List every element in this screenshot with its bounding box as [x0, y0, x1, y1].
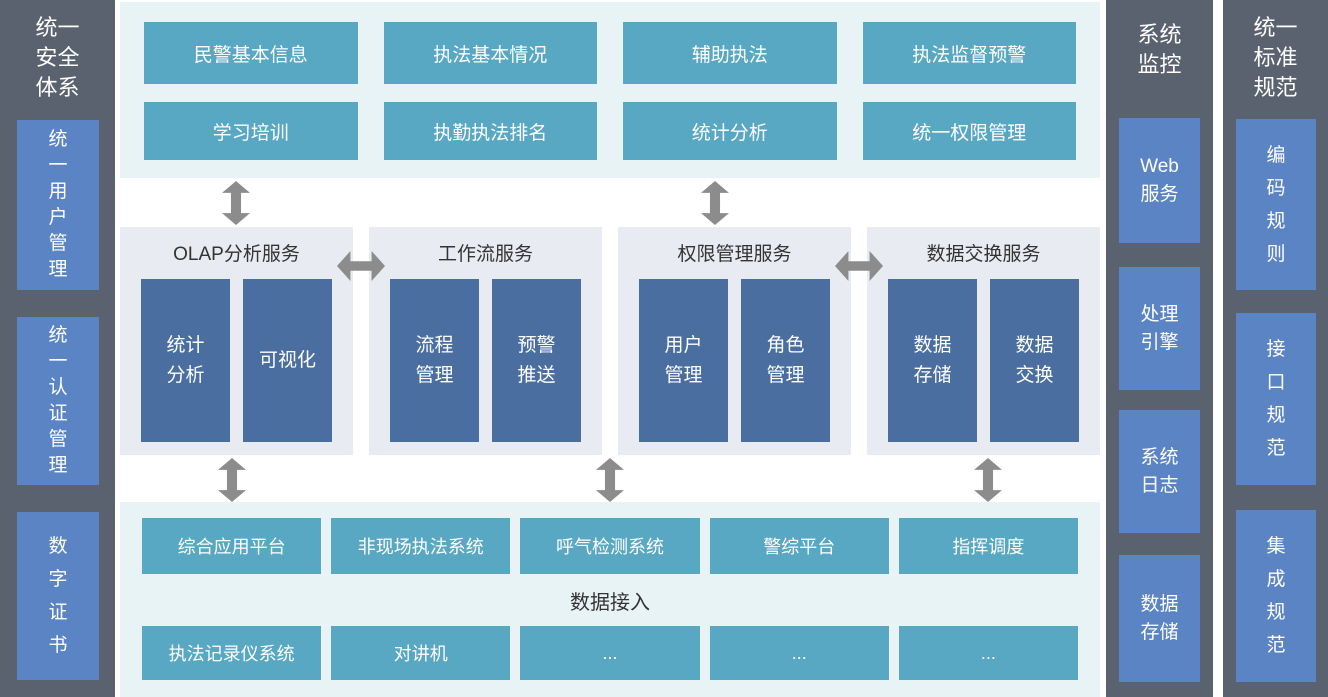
access-layer: 综合应用平台 非现场执法系统 呼气检测系统 警综平台 指挥调度 数据接入 执法记…	[120, 502, 1100, 697]
monitor-sidebar: 系统 监控 Web 服务 处理 引擎 系统 日志 数据 存储	[1106, 0, 1213, 697]
module-statistics-analysis: 统计分析	[623, 102, 837, 160]
monitor-processing-engine: 处理 引擎	[1119, 267, 1200, 390]
device-walkie-talkie: 对讲机	[331, 626, 511, 680]
security-item-digital-certificate: 数 字 证 书	[17, 512, 99, 680]
monitor-system-log: 系统 日志	[1119, 410, 1200, 533]
device-ellipsis-1: ...	[520, 626, 700, 680]
system-offsite-enforcement: 非现场执法系统	[331, 518, 511, 574]
olap-visualization: 可视化	[243, 279, 332, 442]
module-unified-permission: 统一权限管理	[862, 102, 1076, 160]
double-arrow-vertical-icon	[222, 181, 250, 225]
service-layer: OLAP分析服务 统计 分析 可视化 工作流服务 流程 管理 预警 推送 权限管…	[120, 227, 1100, 455]
security-item-unified-user-management: 统 一 用 户 管 理	[17, 120, 99, 290]
device-ellipsis-3: ...	[898, 626, 1079, 680]
service-panel-title: 工作流服务	[437, 244, 533, 265]
permission-role-management: 角色 管理	[741, 279, 830, 442]
system-command-dispatch: 指挥调度	[898, 518, 1079, 574]
security-sidebar-title: 统一 安全 体系	[35, 15, 80, 100]
service-panel-workflow: 工作流服务 流程 管理 预警 推送	[369, 227, 602, 455]
service-panel-permission: 权限管理服务 用户 管理 角色 管理	[618, 227, 851, 455]
module-assist-enforcement: 辅助执法	[623, 22, 837, 84]
device-body-camera-system: 执法记录仪系统	[142, 626, 322, 680]
standard-integration-spec: 集 成 规 范	[1236, 510, 1316, 682]
application-layer: 民警基本信息 执法基本情况 辅助执法 执法监督预警 学习培训 执勤执法排名 统计…	[120, 2, 1100, 178]
system-integrated-application-platform: 综合应用平台	[142, 518, 322, 574]
security-sidebar: 统一 安全 体系 统 一 用 户 管 理 统 一 认 证 管 理 数 字 证 书	[0, 0, 115, 697]
exchange-data-storage: 数据 存储	[888, 279, 977, 442]
module-police-basic-info: 民警基本信息	[144, 22, 358, 84]
workflow-process-management: 流程 管理	[390, 279, 479, 442]
module-learning-training: 学习培训	[144, 102, 358, 160]
service-panel-title: OLAP分析服务	[173, 244, 300, 265]
monitor-data-storage: 数据 存储	[1119, 555, 1200, 682]
service-panel-data-exchange: 数据交换服务 数据 存储 数据 交换	[867, 227, 1100, 455]
device-ellipsis-2: ...	[709, 626, 889, 680]
standards-sidebar-title: 统一 标准 规范	[1253, 15, 1298, 100]
module-enforcement-basic-info: 执法基本情况	[383, 22, 597, 84]
double-arrow-vertical-icon	[974, 458, 1002, 502]
standards-sidebar: 统一 标准 规范 编 码 规 则 接 口 规 范 集 成 规 范	[1223, 0, 1328, 697]
monitor-web-service: Web 服务	[1119, 118, 1200, 243]
data-access-label: 数据接入	[570, 591, 650, 614]
exchange-data-exchange: 数据 交换	[990, 279, 1079, 442]
service-panel-title: 数据交换服务	[926, 244, 1041, 265]
system-police-integrated-platform: 警综平台	[709, 518, 889, 574]
standard-interface-spec: 接 口 规 范	[1236, 313, 1316, 485]
service-panel-title: 权限管理服务	[677, 244, 792, 265]
double-arrow-vertical-icon	[701, 181, 729, 225]
workflow-warning-push: 预警 推送	[492, 279, 581, 442]
standard-coding-rules: 编 码 规 则	[1236, 119, 1316, 290]
module-supervision-warning: 执法监督预警	[862, 22, 1076, 84]
monitor-sidebar-title: 系统 监控	[1137, 22, 1182, 77]
security-item-unified-auth-management: 统 一 认 证 管 理	[17, 317, 99, 485]
permission-user-management: 用户 管理	[639, 279, 728, 442]
system-breath-test: 呼气检测系统	[520, 518, 700, 574]
olap-statistics-analysis: 统计 分析	[141, 279, 230, 442]
service-panel-olap: OLAP分析服务 统计 分析 可视化	[120, 227, 353, 455]
double-arrow-vertical-icon	[218, 458, 246, 502]
double-arrow-vertical-icon	[596, 458, 624, 502]
module-duty-ranking: 执勤执法排名	[383, 102, 597, 160]
